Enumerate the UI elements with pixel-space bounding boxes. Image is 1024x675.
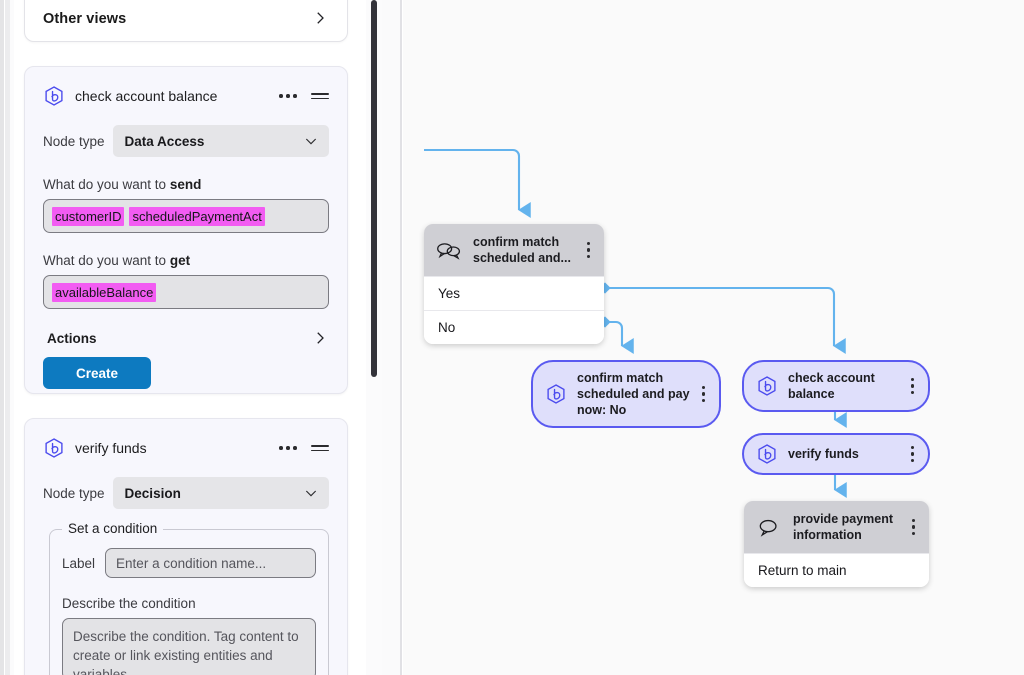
more-vertical-icon[interactable] xyxy=(911,518,917,536)
card-header: check account balance xyxy=(39,83,333,107)
send-label-prefix: What do you want to xyxy=(43,177,170,192)
chat-bubbles-icon xyxy=(437,243,461,260)
node-type-select[interactable]: Decision xyxy=(112,477,329,509)
canvas-node-verify-funds[interactable]: verify funds xyxy=(742,433,930,475)
node-card-verify-funds: verify funds Node type Decision Set a co… xyxy=(24,418,348,675)
condition-legend: Set a condition xyxy=(62,521,164,536)
card-title: verify funds xyxy=(75,440,147,456)
canvas-node-confirm-pay-now-no[interactable]: confirm match scheduled and pay now: No xyxy=(531,360,721,428)
tag-chip[interactable]: customerID xyxy=(52,206,125,226)
node-option-no[interactable]: No xyxy=(424,310,604,344)
sidebar-panel: Other views check account balance Node t… xyxy=(14,0,362,675)
create-button[interactable]: Create xyxy=(43,357,151,389)
more-vertical-icon[interactable] xyxy=(701,385,707,403)
send-field-label: What do you want to send xyxy=(43,177,329,192)
canvas-node-check-account-balance[interactable]: check account balance xyxy=(742,360,930,412)
node-header: confirm match scheduled and... xyxy=(424,224,604,276)
node-title: check account balance xyxy=(788,371,875,401)
chevron-right-icon xyxy=(317,332,324,344)
node-type-value: Data Access xyxy=(124,133,205,149)
node-title: provide payment information xyxy=(793,512,894,542)
more-vertical-icon[interactable] xyxy=(910,377,916,395)
send-tag-input[interactable]: customerID scheduledPaymentAct xyxy=(43,199,329,233)
canvas-node-confirm-dialog[interactable]: confirm match scheduled and... Yes No xyxy=(424,224,604,344)
hex-b-logo-icon xyxy=(547,384,565,404)
describe-condition-label: Describe the condition xyxy=(62,596,196,611)
chevron-down-icon xyxy=(305,138,317,145)
edge-incoming xyxy=(424,148,531,218)
panel-divider xyxy=(400,0,402,675)
get-tag-input[interactable]: availableBalance xyxy=(43,275,329,309)
condition-name-input[interactable]: Enter a condition name... xyxy=(105,548,316,578)
condition-fieldset: Set a condition Label Enter a condition … xyxy=(49,521,329,675)
card-header: verify funds xyxy=(39,435,333,459)
condition-label-row: Label Enter a condition name... xyxy=(62,548,316,578)
get-field-label: What do you want to get xyxy=(43,253,329,268)
card-header-actions xyxy=(279,92,329,100)
drag-handle-icon[interactable] xyxy=(311,92,329,100)
node-type-row: Node type Decision xyxy=(43,477,329,509)
panel-gap xyxy=(382,0,400,675)
tag-chip[interactable]: scheduledPaymentAct xyxy=(129,206,265,226)
describe-condition-textarea[interactable]: Describe the condition. Tag content to c… xyxy=(62,618,316,675)
node-option-return-to-main[interactable]: Return to main xyxy=(744,553,929,587)
chat-bubble-icon xyxy=(759,519,777,537)
other-views-label: Other views xyxy=(43,11,127,27)
tag-chip[interactable]: availableBalance xyxy=(52,282,157,302)
node-option-yes[interactable]: Yes xyxy=(424,276,604,310)
more-horizontal-icon[interactable] xyxy=(279,94,297,98)
condition-label-caption: Label xyxy=(62,555,96,571)
hex-b-logo-icon xyxy=(45,438,63,458)
more-vertical-icon[interactable] xyxy=(586,241,592,259)
hex-b-logo-icon xyxy=(45,86,63,106)
node-card-check-account-balance: check account balance Node type Data Acc… xyxy=(24,66,348,394)
card-title: check account balance xyxy=(75,88,218,104)
get-label-bold: get xyxy=(169,253,191,268)
get-label-prefix: What do you want to xyxy=(43,253,170,268)
chevron-right-icon xyxy=(317,12,324,24)
edge-no-to-confirm-no xyxy=(605,320,634,354)
canvas-node-provide-payment-information[interactable]: provide payment information Return to ma… xyxy=(744,501,929,587)
actions-row[interactable]: Actions xyxy=(47,329,329,347)
card-header-actions xyxy=(279,444,329,452)
actions-label: Actions xyxy=(47,330,97,346)
window-left-gutter-inner xyxy=(5,0,10,675)
more-vertical-icon[interactable] xyxy=(910,445,916,463)
node-type-row: Node type Data Access xyxy=(43,125,329,157)
sidebar-scrollbar-thumb[interactable] xyxy=(371,0,377,377)
node-type-value: Decision xyxy=(124,485,181,501)
node-type-label: Node type xyxy=(43,133,105,149)
window-left-gutter xyxy=(0,0,4,675)
node-type-select[interactable]: Data Access xyxy=(112,125,329,157)
drag-handle-icon[interactable] xyxy=(311,444,329,452)
send-label-bold: send xyxy=(169,177,202,192)
sidebar-left-edge xyxy=(10,0,14,675)
flow-canvas[interactable]: confirm match scheduled and... Yes No co… xyxy=(403,0,1024,675)
node-title: verify funds xyxy=(788,447,859,461)
hex-b-logo-icon xyxy=(758,444,776,464)
more-horizontal-icon[interactable] xyxy=(279,446,297,450)
node-type-label: Node type xyxy=(43,485,105,501)
node-title: confirm match scheduled and pay now: No xyxy=(577,371,690,417)
node-title: confirm match scheduled and... xyxy=(473,235,571,265)
hex-b-logo-icon xyxy=(758,376,776,396)
other-views-card[interactable]: Other views xyxy=(24,0,348,42)
edge-yes-to-check-balance xyxy=(605,286,846,354)
node-header: provide payment information xyxy=(744,501,929,553)
chevron-down-icon xyxy=(305,490,317,497)
